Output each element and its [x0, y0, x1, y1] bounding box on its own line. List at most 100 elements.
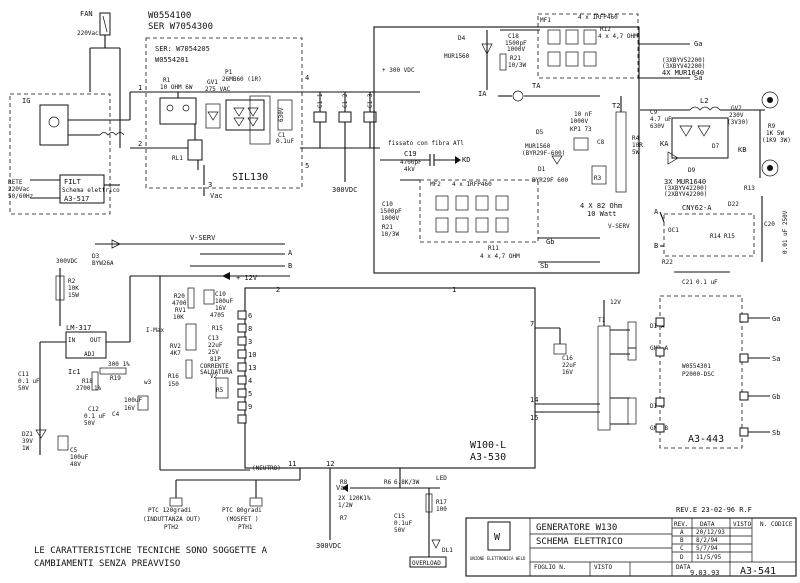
ptc2-pin: PTH1 [238, 524, 253, 531]
c4-label: C4 [112, 411, 120, 418]
fan-label: FAN [80, 10, 93, 18]
d9-note3: (2XBYV42200) [664, 191, 707, 198]
corrente-label: CORRENTE [200, 363, 229, 370]
b-label-right: B [654, 242, 658, 250]
c10-hf-voltage: 1000V [381, 215, 399, 222]
rl1-relay [187, 139, 203, 161]
c4-voltage: 16V [124, 405, 135, 412]
r4-label: R4 [632, 135, 640, 142]
d7-diodes [671, 117, 729, 159]
kb-label: KB [738, 146, 746, 154]
r1-resistor [159, 97, 197, 125]
r3-resistor [591, 165, 607, 185]
mains-section [9, 93, 111, 215]
company-name: UNIONE ELETTRONICA WELD [470, 556, 526, 561]
c19-note: fissato con fibra ATl [388, 140, 464, 147]
cny-label: CNY62-A [682, 204, 712, 212]
c11-label: C11 [18, 371, 29, 378]
foglio-label: FOGLIO N. [534, 564, 567, 571]
driver-name: P2000-DSC [682, 371, 715, 378]
r11-label: R11 [488, 245, 499, 252]
w3-label: w3 [144, 379, 152, 386]
ka-label: KA [660, 140, 669, 148]
l2-inductor [689, 106, 721, 111]
ptc1-label: PTC 120gradi [148, 507, 192, 514]
c8-sub: KP1 73 [570, 126, 592, 133]
ig-label: IG [22, 97, 30, 105]
title-schema: SCHEMA ELETTRICO [536, 537, 623, 547]
node-5: 5 [305, 162, 309, 170]
d7-label: D7 [712, 143, 720, 150]
r3-label: R3 [594, 175, 602, 182]
dz1-label: DZ1 [22, 431, 33, 438]
oc1-label: OC1 [668, 227, 679, 234]
kd-label: KD [462, 156, 470, 164]
dz1-zener [35, 429, 47, 439]
pin-12: 12 [326, 460, 334, 468]
pin-13: 13 [248, 364, 256, 372]
c19-label: C19 [404, 150, 417, 158]
lm317-label: LM-317 [66, 324, 91, 332]
c5-value: 100uF [70, 454, 88, 461]
filter-code: A3-517 [64, 195, 89, 203]
ctrl-a: A [288, 249, 293, 257]
rv1-label: RV1 [175, 307, 186, 314]
c1-2-label: C1-2 [342, 93, 349, 108]
c1-1-label: C1-1 [317, 93, 324, 108]
ta-label: TA [532, 82, 541, 90]
d-note1: (3XBYV52200) [662, 57, 705, 64]
ga-top: Ga [694, 40, 702, 48]
c19-value: 4700pF [400, 159, 422, 166]
d-note3: 4X MUR1640 [662, 69, 704, 77]
rete-line2: 220Vac [8, 186, 30, 193]
rv1-value: 10K [173, 314, 184, 321]
codice-header: N. CODICE [760, 521, 793, 528]
rev-header: REV. [674, 521, 688, 528]
c12-voltage: 50V [84, 420, 95, 427]
v12-t1: 12V [610, 299, 621, 306]
r6-value: 6.8K/3W [394, 479, 420, 486]
v300-bottom: 300VDC [316, 542, 341, 550]
d9-note2: (3XBYV42200) [664, 185, 707, 192]
t1-label: T1 [598, 317, 606, 324]
dz1-value: 39V [22, 438, 33, 445]
rl1-label: RL1 [172, 155, 183, 162]
r9-label: R9 [768, 123, 776, 130]
pin-11: 11 [288, 460, 296, 468]
rev-d-date: 11/5/95 [696, 554, 722, 561]
c9-voltage: 630V [650, 123, 665, 130]
r2-watts: 15W [68, 292, 79, 299]
r7-label: R7 [340, 515, 348, 522]
overload-label: OVERLOAD [412, 560, 441, 567]
w100l-code: A3-530 [470, 452, 506, 463]
r2-label: R2 [68, 278, 76, 285]
d-note2: (3XBYV42200) [662, 63, 705, 70]
d3-value: BYW26A [92, 260, 114, 267]
pin-4: 4 [248, 377, 252, 385]
r15-label: R15 [724, 233, 735, 240]
sil-name: SIL130 [232, 172, 268, 183]
rv2-value: 4K7 [170, 350, 181, 357]
d5-value: MUR1560 [525, 143, 551, 150]
rev-d: D [680, 554, 684, 561]
c10-ctrl-voltage: 16V [215, 305, 226, 312]
gb-top: Gb [546, 238, 554, 246]
r20-value: 4700 [172, 300, 187, 307]
fan-voltage: 220Vac [77, 30, 99, 37]
d4-label: D4 [458, 35, 466, 42]
c1-value: 0.1uF [276, 138, 294, 145]
c20-label: C20 [764, 221, 775, 228]
c15-voltage: 50V [394, 527, 405, 534]
dl1-led [431, 539, 441, 549]
mf2-mosfets [435, 195, 509, 233]
c1-voltage: 630V [278, 107, 285, 122]
ptc2-sub: (MOSFET ) [226, 516, 259, 523]
rev-a: A [680, 529, 684, 536]
rete-line3: 50/60Hz [8, 193, 34, 200]
d9-label: D9 [688, 167, 696, 174]
p1-value: 26MB60 (1R) [222, 76, 262, 83]
c1-2-cap [338, 111, 352, 123]
c15-label: C15 [394, 513, 405, 520]
r21b-label: R21 [382, 224, 393, 231]
